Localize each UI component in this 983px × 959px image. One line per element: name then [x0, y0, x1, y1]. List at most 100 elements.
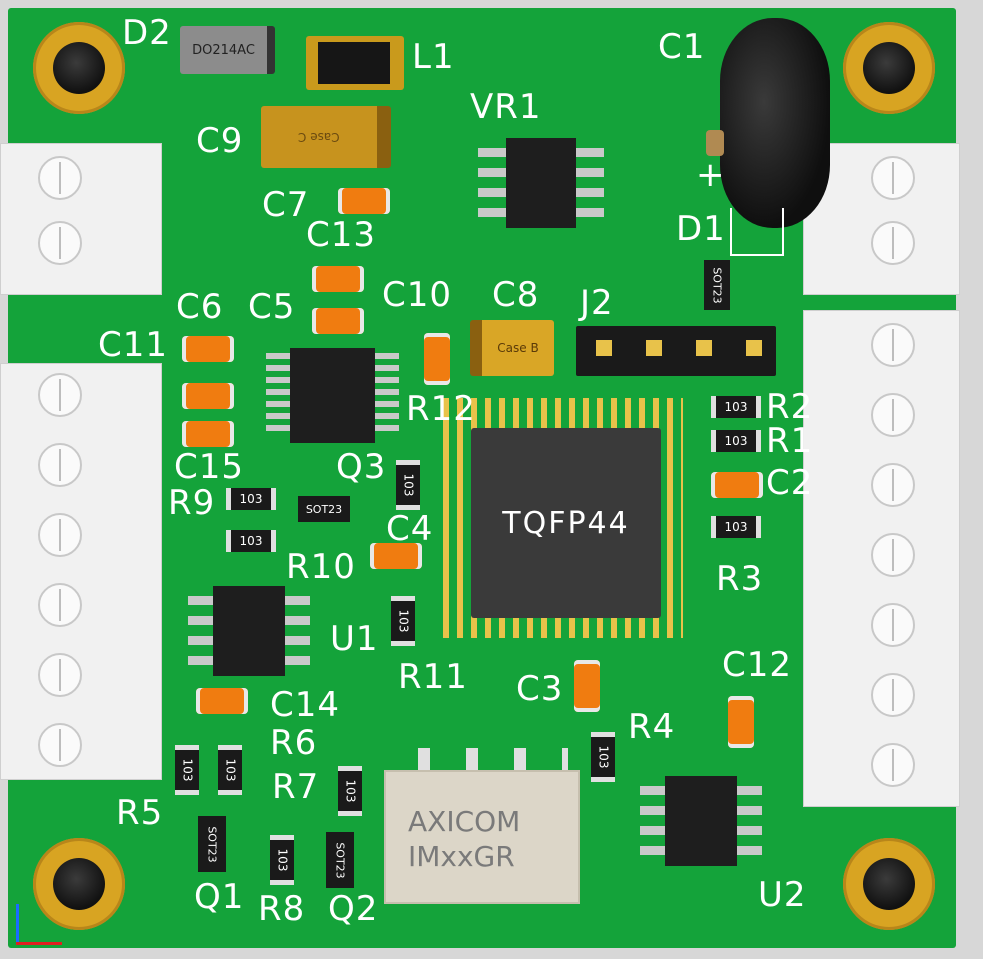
- label-c10: C10: [382, 275, 453, 315]
- capacitor-c1-electrolytic: [720, 18, 830, 228]
- terminal-screw: [871, 323, 915, 367]
- axis-gizmo: [6, 900, 66, 950]
- terminal-block-left-bottom: [0, 363, 162, 780]
- label-c11: C11: [98, 325, 169, 365]
- terminal-screw: [871, 463, 915, 507]
- terminal-screw: [871, 156, 915, 200]
- resistor-r11: 103: [391, 596, 415, 646]
- transistor-q1-sot23: SOT23: [198, 816, 226, 872]
- label-r6: R6: [270, 723, 318, 763]
- capacitor-c10: [312, 308, 364, 334]
- capacitor-c4: [370, 543, 422, 569]
- capacitor-c12-vertical: [728, 696, 754, 748]
- capacitor-c15: [182, 421, 234, 447]
- label-r8: R8: [258, 889, 306, 929]
- label-c1: C1: [658, 27, 706, 67]
- resistor-r8: 103: [270, 835, 294, 885]
- terminal-screw: [38, 723, 82, 767]
- terminal-screw: [871, 673, 915, 717]
- mcu-marking: TQFP44: [502, 505, 630, 541]
- terminal-screw: [38, 221, 82, 265]
- resistor-r5a: 103: [175, 745, 199, 795]
- mcu-tqfp44: TQFP44: [471, 428, 661, 618]
- label-c2: C2: [766, 463, 814, 503]
- label-r10: R10: [286, 547, 356, 587]
- label-u1: U1: [330, 619, 379, 659]
- terminal-screw: [38, 653, 82, 697]
- mounting-hole-bottom-right: [843, 838, 935, 930]
- label-c13: C13: [306, 215, 377, 255]
- pcb-board: DO214AC Case C Case B: [0, 8, 960, 948]
- label-j2: J2: [580, 283, 614, 323]
- capacitor-c9-tantalum: Case C: [261, 106, 391, 168]
- terminal-screw: [871, 743, 915, 787]
- axis-z-icon: [16, 904, 19, 944]
- mounting-hole-top-left: [33, 22, 125, 114]
- label-r9: R9: [168, 483, 216, 523]
- label-u2: U2: [758, 875, 807, 915]
- axis-x-icon: [16, 942, 62, 945]
- capacitor-c8-tantalum: Case B: [470, 320, 554, 376]
- label-c8: C8: [492, 275, 540, 315]
- resistor-r12: 103: [396, 460, 420, 510]
- resistor-r7: 103: [338, 766, 362, 816]
- terminal-screw: [38, 156, 82, 200]
- label-r7: R7: [272, 767, 320, 807]
- label-d2: D2: [122, 13, 172, 53]
- label-c9: C9: [196, 121, 244, 161]
- label-r1: R1: [766, 421, 814, 461]
- terminal-screw: [871, 603, 915, 647]
- ic-q3-tssop: [290, 348, 375, 443]
- terminal-screw: [38, 513, 82, 557]
- label-r4: R4: [628, 707, 676, 747]
- terminal-screw: [38, 443, 82, 487]
- label-c4: C4: [386, 509, 434, 549]
- label-d1: D1: [676, 209, 726, 249]
- label-q2: Q2: [328, 889, 379, 929]
- relay-marking-line2: IMxxGR: [408, 840, 515, 873]
- label-l1: L1: [412, 37, 455, 77]
- diode-d1-outline: [730, 208, 784, 256]
- transistor-q3-sot23: SOT23: [298, 496, 350, 522]
- diode-d2: DO214AC: [180, 26, 275, 74]
- label-c3: C3: [516, 669, 564, 709]
- resistor-r9: 103: [226, 488, 276, 510]
- capacitor-c3-vertical: [574, 660, 600, 712]
- tantalum-marking: Case B: [497, 341, 539, 355]
- inductor-l1: [306, 36, 404, 90]
- capacitor-c14: [196, 688, 248, 714]
- terminal-screw: [38, 373, 82, 417]
- ic-u1: [213, 586, 285, 676]
- label-r2: R2: [766, 387, 814, 427]
- capacitor-c13: [312, 266, 364, 292]
- label-r11: R11: [398, 657, 468, 697]
- label-q3: Q3: [336, 447, 387, 487]
- label-c14: C14: [270, 685, 341, 725]
- label-c5: C5: [248, 287, 296, 327]
- label-c7: C7: [262, 185, 310, 225]
- diode-marking: DO214AC: [192, 42, 255, 58]
- capacitor-c11: [182, 383, 234, 409]
- resistor-r6: 103: [218, 745, 242, 795]
- terminal-screw: [871, 533, 915, 577]
- label-plus: +: [696, 155, 726, 195]
- mounting-hole-top-right: [843, 22, 935, 114]
- label-r5: R5: [116, 793, 164, 833]
- label-r3: R3: [716, 559, 764, 599]
- ic-u2: [665, 776, 737, 866]
- label-vr1: VR1: [470, 87, 542, 127]
- relay-marking-line1: AXICOM: [408, 805, 521, 838]
- tantalum-marking: Case C: [298, 130, 340, 144]
- mounting-hole-bottom-left: [33, 838, 125, 930]
- transistor-d1-sot23: SOT23: [704, 260, 730, 310]
- label-q1: Q1: [194, 877, 245, 917]
- capacitor-c6: [182, 336, 234, 362]
- terminal-screw: [871, 393, 915, 437]
- resistor-r1: 103: [711, 430, 761, 452]
- resistor-r3: 103: [711, 516, 761, 538]
- terminal-screw: [871, 221, 915, 265]
- capacitor-c2: [711, 472, 763, 498]
- capacitor-c7: [338, 188, 390, 214]
- label-r12: R12: [406, 389, 476, 429]
- label-c12: C12: [722, 645, 793, 685]
